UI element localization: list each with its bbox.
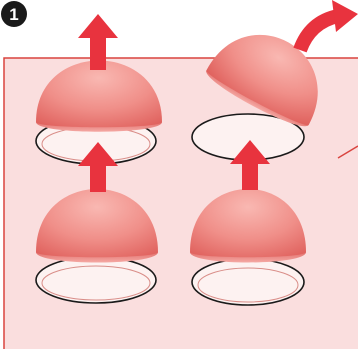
oval-hole <box>192 259 304 305</box>
step-number-badge: 1 <box>1 1 27 27</box>
step-number: 1 <box>9 5 18 24</box>
curved-arrow-head <box>332 0 358 32</box>
curved-arrow-shaft <box>300 16 338 50</box>
oval-hole <box>36 257 156 303</box>
curved-arrow-icon <box>300 0 358 50</box>
